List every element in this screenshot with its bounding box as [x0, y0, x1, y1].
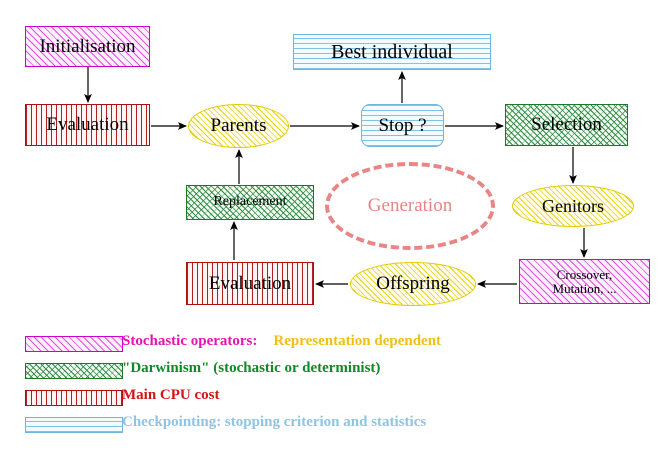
node-evaluation-bottom[interactable]: Evaluation [186, 262, 314, 305]
node-label: Stop ? [378, 114, 427, 136]
node-label: Initialisation [39, 35, 136, 57]
node-label: Evaluation [46, 114, 129, 136]
node-replacement[interactable]: Replacement [186, 185, 314, 220]
generation-label: Generation [367, 195, 453, 216]
legend-label-stochastic-operators: Stochastic operators: Representation depe… [122, 333, 441, 350]
legend-row: Stochastic operators: Representation depe… [0, 333, 662, 363]
node-label: Selection [531, 114, 602, 136]
node-label: Genitors [542, 195, 604, 216]
legend-swatch-checkpointing [25, 417, 123, 433]
node-initialisation[interactable]: Initialisation [25, 26, 150, 67]
node-label: Replacement [213, 194, 287, 210]
node-stop[interactable]: Stop ? [361, 104, 444, 147]
node-parents[interactable]: Parents [188, 104, 289, 148]
legend-text-secondary: Representation dependent [273, 333, 442, 349]
legend-label-darwinism: "Darwinism" (stochastic or determinist) [122, 360, 380, 377]
node-selection[interactable]: Selection [505, 104, 628, 146]
legend-swatch-main-cpu-cost [25, 390, 123, 406]
legend-text-primary: Stochastic operators: [122, 333, 258, 349]
node-crossover-mutation[interactable]: Crossover, Mutation, ... [519, 259, 650, 304]
node-evaluation-top[interactable]: Evaluation [25, 104, 150, 146]
node-genitors[interactable]: Genitors [512, 185, 634, 227]
legend-swatch-darwinism [25, 363, 123, 379]
legend: Stochastic operators: Representation depe… [0, 333, 662, 444]
legend-text-primary: Main CPU cost [122, 387, 220, 403]
legend-swatch-stochastic-operators [25, 336, 123, 352]
node-label: Parents [210, 115, 267, 137]
node-offspring[interactable]: Offspring [350, 262, 476, 306]
legend-row: Main CPU cost [0, 387, 662, 417]
legend-label-main-cpu-cost: Main CPU cost [122, 387, 220, 404]
generation-loop-ellipse: Generation [325, 162, 495, 250]
legend-row: Checkpointing: stopping criterion and st… [0, 414, 662, 444]
legend-text-primary: Checkpointing: stopping criterion and st… [122, 414, 427, 430]
node-label: Best individual [331, 40, 453, 63]
node-label: Crossover, Mutation, ... [552, 266, 617, 296]
legend-row: "Darwinism" (stochastic or determinist) [0, 360, 662, 390]
node-best-individual[interactable]: Best individual [293, 34, 491, 70]
legend-label-checkpointing: Checkpointing: stopping criterion and st… [122, 414, 426, 431]
node-label: Evaluation [208, 272, 292, 294]
node-label: Offspring [376, 273, 450, 295]
legend-text-primary: "Darwinism" (stochastic or determinist) [122, 360, 381, 376]
